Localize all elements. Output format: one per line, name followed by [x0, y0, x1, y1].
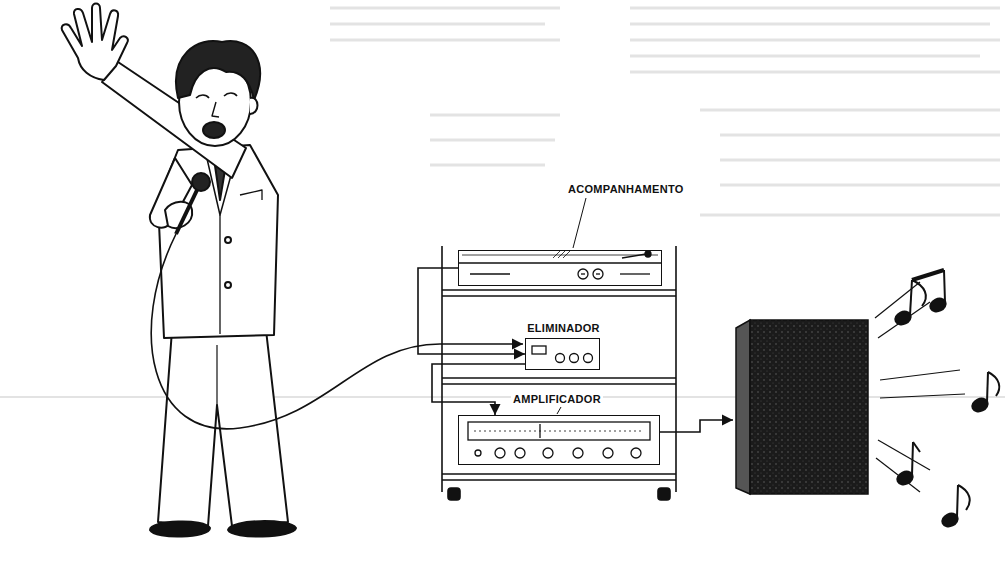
leader-line [573, 198, 586, 248]
device-label: ELIMINADOR [525, 322, 602, 335]
device-label: ACOMPANHAMENTO [566, 183, 686, 196]
signal-wire [418, 268, 525, 354]
turntable-box: ACOMPANHAMENTO [458, 250, 662, 286]
singer-figure [62, 4, 296, 537]
signal-wire [432, 364, 525, 415]
music-notes [893, 270, 999, 529]
device-label: AMPLIFICADOR [511, 393, 603, 406]
turntable-detail [458, 251, 662, 279]
equipment-rack [442, 246, 676, 500]
speaker-wire [660, 420, 733, 432]
eliminator-detail [532, 346, 593, 363]
eliminator-box: ELIMINADOR [525, 338, 600, 370]
sound-lines [875, 282, 965, 492]
amplifier-box: AMPLIFICADOR [458, 415, 660, 465]
leader-line [557, 407, 561, 414]
faded-print [330, 8, 1000, 215]
speaker-box [736, 320, 868, 494]
microphone-cable [151, 234, 523, 429]
amplifier-detail [468, 422, 650, 458]
